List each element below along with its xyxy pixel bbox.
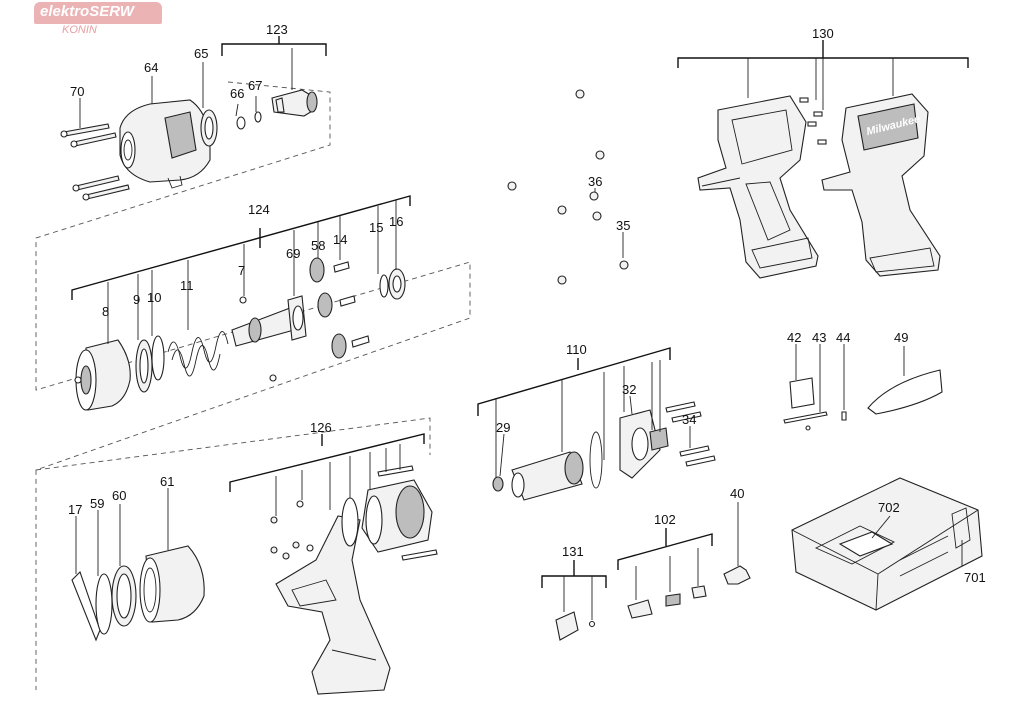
switch-parts-102 [627,585,707,619]
ball-ring-part-9 [135,339,153,393]
label-10: 10 [147,290,161,305]
label-64: 64 [144,60,158,75]
washer-part-10 [151,335,165,381]
belt-clip-part-40 [723,565,751,585]
rotor-part-110 [511,431,603,501]
label-36: 36 [588,174,602,189]
gasket-part-126 [341,497,359,547]
board-part-110 [649,427,669,451]
label-131: 131 [562,544,584,559]
label-part-49 [867,369,943,415]
label-16: 16 [389,214,403,229]
spindle-part-69 [231,295,307,347]
strip-part-43 [783,411,828,431]
watermark-city: KONIN [62,24,97,36]
label-14: 14 [333,232,347,247]
label-58: 58 [311,238,325,253]
part-number-labels: 123 130 64 65 66 67 70 124 7 8 9 10 11 6… [68,22,986,585]
label-67: 67 [248,78,262,93]
spring-part-11 [167,331,229,377]
label-130: 130 [812,26,834,41]
label-32: 32 [622,382,636,397]
pins-part-14 [333,261,370,348]
label-70: 70 [70,84,84,99]
label-66: 66 [230,86,244,101]
label-110: 110 [566,342,587,357]
label-124: 124 [248,202,270,217]
small-screws-part-126 [270,500,314,560]
label-123: 123 [266,22,288,37]
front-housing-part-64 [119,99,211,189]
planet-gears-part-58 [309,257,347,359]
pin-part-44 [841,411,847,421]
label-17: 17 [68,502,82,517]
case-insert-part-702 [838,531,894,557]
label-44: 44 [836,330,850,345]
label-8: 8 [102,304,109,319]
label-29: 29 [496,420,510,435]
label-42: 42 [787,330,801,345]
screws-part-70 [60,123,130,201]
label-43: 43 [812,330,826,345]
assembly-boundary-top [35,81,471,690]
stator-part-126 [361,479,433,553]
switch-part-131 [555,611,596,641]
ring-part-65 [200,109,218,147]
screw-part-35 [619,260,629,270]
label-plate-part-42 [789,377,815,409]
label-701: 701 [964,570,986,585]
label-40: 40 [730,486,744,501]
hammer-part-8 [74,339,131,411]
watermark-badge [34,2,162,24]
long-screws-part-126 [377,465,438,561]
ring-part-59 [95,573,113,635]
label-60: 60 [112,488,126,503]
screws-part-34 [665,401,716,467]
screw-set-part-36 [507,89,605,285]
label-49: 49 [894,330,908,345]
ball-part-7 [269,374,277,382]
label-65: 65 [194,46,208,61]
electronics-module-part-32 [619,409,661,479]
watermark-brand: elektroSERW [40,3,134,20]
label-59: 59 [90,496,104,511]
label-9: 9 [133,292,140,307]
roll-pins-part-130 [799,97,827,145]
label-102: 102 [654,512,676,527]
assembly-boundary-mid [35,417,431,471]
label-11: 11 [180,278,194,293]
ring-gear-part-60 [111,565,137,627]
label-15: 15 [369,220,383,235]
gear-housing-part-61 [139,545,205,623]
label-35: 35 [616,218,630,233]
housing-left-half-part-130 [697,95,819,279]
washer-part-15 [379,274,389,298]
label-34: 34 [682,412,696,427]
anvil-group-parts-123 [236,89,318,130]
housing-right-half-part-130: Milwaukee [821,93,941,277]
label-7: 7 [238,263,245,278]
leader-lines [71,36,969,620]
bearing-part-29 [492,476,504,492]
bearing-part-16 [388,268,406,300]
label-702: 702 [878,500,900,515]
label-69: 69 [286,246,300,261]
label-61: 61 [160,474,174,489]
label-126: 126 [310,420,332,435]
